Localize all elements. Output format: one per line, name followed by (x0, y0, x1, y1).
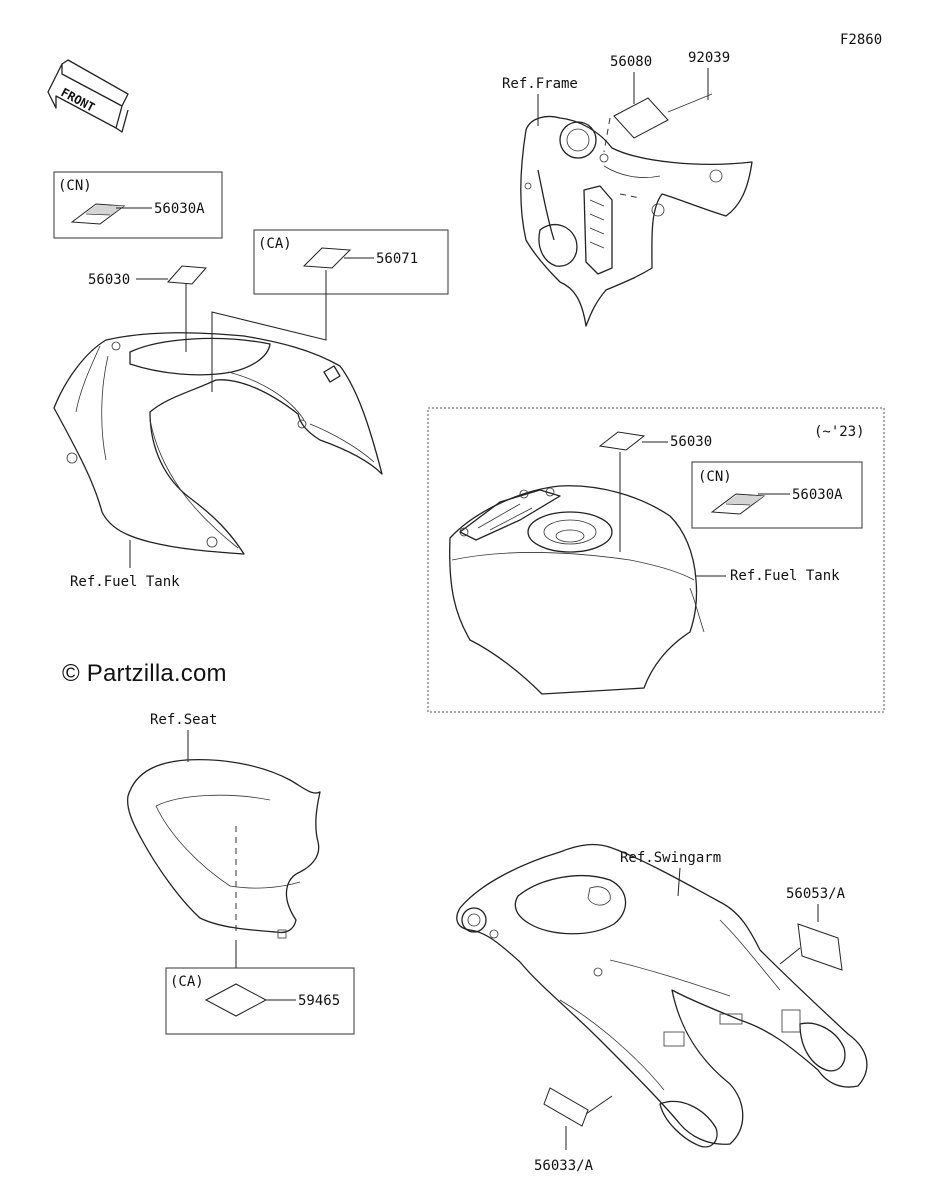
decal-56071 (302, 247, 352, 269)
figure-code: F2860 (840, 32, 882, 48)
tank-variant-frame (427, 407, 885, 713)
decal-56030a-top (70, 203, 126, 225)
ca-tag-seat: (CA) (170, 974, 204, 990)
ref-seat: Ref.Seat (150, 712, 217, 728)
watermark: © Partzilla.com (62, 660, 227, 687)
ca-variant-box-seat (165, 967, 355, 1035)
part-59465: 59465 (298, 993, 340, 1009)
decal-56030a-tank (710, 493, 766, 515)
part-56030a-tank: 56030A (792, 487, 843, 503)
decal-56033a (543, 1087, 589, 1127)
year-tag: (~'23) (814, 424, 865, 440)
tank-cover-part (53, 332, 383, 555)
ref-frame: Ref.Frame (502, 76, 578, 92)
cn-variant-box-tank (691, 461, 863, 529)
decal-56030-tank (598, 431, 646, 451)
frame-part (520, 115, 753, 327)
part-56030a-top: 56030A (154, 201, 205, 217)
part-56071: 56071 (376, 251, 418, 267)
decal-56080 (613, 97, 669, 139)
decal-56053a (797, 923, 843, 971)
cn-tag-tank: (CN) (698, 469, 732, 485)
part-56053a: 56053/A (786, 886, 846, 902)
fuel-tank-part (449, 485, 705, 695)
part-56030-left: 56030 (88, 272, 130, 288)
swingarm-part (456, 843, 868, 1148)
ca-variant-box-cover (253, 229, 449, 295)
cn-tag-top: (CN) (58, 178, 92, 194)
cn-variant-box-top (53, 171, 223, 239)
front-arrow-icon: FRONT (47, 59, 129, 133)
ref-fuel-tank-left: Ref.Fuel Tank (70, 574, 180, 590)
part-56030-tank: 56030 (670, 434, 712, 450)
decal-59465 (204, 983, 268, 1017)
ca-tag-cover: (CA) (258, 236, 292, 252)
part-56080: 56080 (610, 54, 652, 70)
part-56033a: 56033/A (534, 1158, 594, 1174)
ref-fuel-tank-right: Ref.Fuel Tank (730, 568, 840, 584)
decal-56030-left (166, 265, 208, 285)
seat-part (126, 759, 321, 939)
part-92039: 92039 (688, 50, 730, 66)
